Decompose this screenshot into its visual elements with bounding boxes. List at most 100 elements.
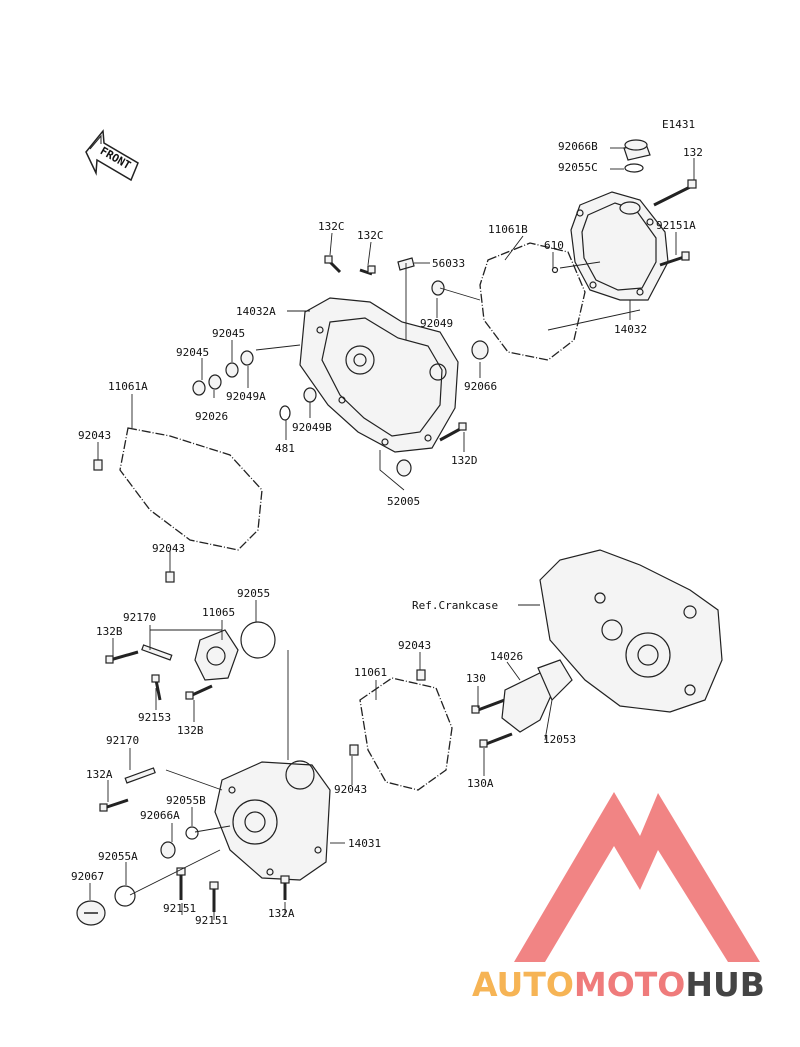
part-label: 132B	[177, 724, 204, 737]
clutch-cover	[570, 191, 669, 301]
o-ring-92055	[240, 621, 276, 659]
part-label: 130	[466, 672, 486, 685]
dowel-92043-4	[349, 744, 359, 756]
seal-92049A	[240, 350, 254, 366]
part-label: 92066A	[140, 809, 180, 822]
gasket-11061A	[119, 427, 263, 551]
logo-word-hub: HUB	[685, 965, 765, 1004]
part-label: 14032A	[236, 305, 276, 318]
bolt-92151-2	[209, 881, 219, 912]
part-label: 92170	[123, 611, 156, 624]
circlip-481	[279, 405, 291, 421]
bolt-130A	[479, 732, 513, 748]
part-label: 92055C	[558, 161, 598, 174]
part-label: 56033	[432, 257, 465, 270]
dowel-92043-3	[416, 669, 426, 681]
bolt-92151-1	[176, 867, 186, 900]
dowel-92043-2	[165, 571, 175, 583]
part-label: 92049A	[226, 390, 266, 403]
o-ring-92055C	[624, 163, 644, 173]
washer-92026	[208, 374, 222, 390]
bolt-132C-1	[324, 255, 342, 274]
part-label: 132D	[451, 454, 478, 467]
part-label: 14031	[348, 837, 381, 850]
part-label: 52005	[387, 495, 420, 508]
part-label: 481	[275, 442, 295, 455]
seal-92049B	[303, 387, 317, 403]
gasket-11061	[359, 677, 453, 791]
part-label: 92055	[237, 587, 270, 600]
seal-92066	[471, 340, 489, 360]
part-label: 92045	[212, 327, 245, 340]
part-label: 132C	[357, 229, 384, 242]
spacer-92170-1	[141, 644, 173, 661]
spacer-92170-2	[124, 767, 156, 784]
bolt-92153	[151, 674, 162, 701]
part-label: 11065	[202, 606, 235, 619]
part-label: 92066B	[558, 140, 598, 153]
part-label: 14026	[490, 650, 523, 663]
logo-word-moto: MOTO	[574, 965, 685, 1004]
part-label: 132C	[318, 220, 345, 233]
gasket-11061B	[479, 242, 586, 361]
part-label: 610	[544, 239, 564, 252]
part-label: 92049	[420, 317, 453, 330]
part-label: 92043	[152, 542, 185, 555]
crankcase-reference	[539, 549, 723, 713]
part-label: 92045	[176, 346, 209, 359]
part-label: 92067	[71, 870, 104, 883]
part-label: 92151	[195, 914, 228, 927]
crankcase-cover-14032A	[299, 297, 459, 453]
part-label: 132	[683, 146, 703, 159]
part-label: 92055A	[98, 850, 138, 863]
part-label: 12053	[543, 733, 576, 746]
plug-92066A	[160, 841, 176, 859]
cover-11065	[194, 629, 239, 681]
bolt-132-top	[653, 179, 697, 207]
part-label: 11061	[354, 666, 387, 679]
bolt-132C-2	[359, 265, 376, 276]
part-labels: 92066B 92055C 132 92151A 610 11061B 1403…	[71, 140, 703, 927]
bolt-132A-2	[280, 875, 290, 900]
part-label: 92066	[464, 380, 497, 393]
logo-word-auto: AUTO	[472, 965, 574, 1004]
part-label: 14032	[614, 323, 647, 336]
bolt-132B-1	[105, 650, 139, 664]
bearing-92045-2	[225, 362, 239, 378]
bolt-132B-2	[185, 684, 213, 700]
part-label: 11061B	[488, 223, 528, 236]
plate-12053	[537, 659, 573, 702]
logo-text: AUTOMOTOHUB	[472, 965, 765, 1004]
leader-lines	[89, 147, 695, 920]
automotohub-logo: AUTOMOTOHUB	[472, 792, 765, 1004]
part-label: 130A	[467, 777, 494, 790]
front-arrow-icon: FRONT	[85, 129, 139, 182]
pin-610	[551, 266, 559, 274]
part-label: 11061A	[108, 380, 148, 393]
logo-inner-mark-icon	[580, 900, 690, 980]
part-label: 92153	[138, 711, 171, 724]
diagram-code: E1431	[662, 118, 695, 131]
seal-52005	[396, 459, 412, 477]
part-label: 92049B	[292, 421, 332, 434]
part-label: 132B	[96, 625, 123, 638]
part-label: 92151	[163, 902, 196, 915]
part-label: 92043	[334, 783, 367, 796]
o-ring-92055A	[114, 885, 136, 907]
oil-filler-cap	[623, 139, 651, 161]
generator-cover-14031	[214, 760, 331, 881]
part-label: 92043	[78, 429, 111, 442]
cap-92067	[76, 900, 106, 926]
dowel-92043-1	[93, 459, 103, 471]
seal-92049	[431, 280, 445, 296]
part-label: Ref.Crankcase	[412, 599, 498, 612]
part-label: 92026	[195, 410, 228, 423]
logo-triangle-icon	[514, 792, 760, 962]
o-ring-92055B	[185, 826, 199, 840]
part-label: 92043	[398, 639, 431, 652]
bearing-92045-1	[192, 380, 206, 396]
part-label: 92055B	[166, 794, 206, 807]
bolt-92151A	[659, 251, 690, 267]
bolt-132D	[439, 422, 467, 442]
